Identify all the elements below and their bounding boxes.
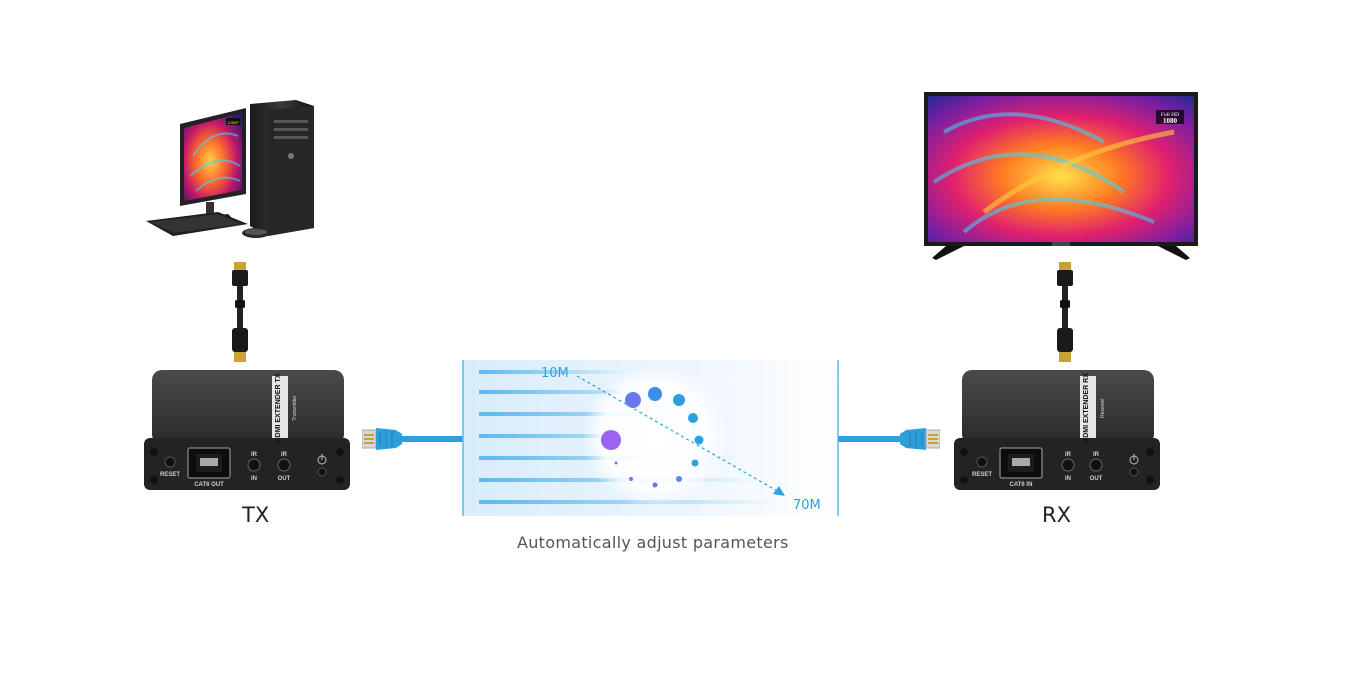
ethernet-cable-tx bbox=[362, 424, 464, 454]
signal-transmission-graphic: 10M 70M bbox=[461, 360, 841, 518]
rx-ir-out-top: IR bbox=[1093, 452, 1100, 458]
tx-power-icon bbox=[317, 454, 327, 465]
hdmi-cable-tx bbox=[226, 262, 254, 366]
tx-label: TX bbox=[242, 503, 270, 527]
tx-side-text: HDMI EXTENDER TX bbox=[275, 373, 282, 442]
tv-badge-line1: Full HD bbox=[1161, 112, 1179, 118]
computer-illustration: 1080P bbox=[138, 96, 323, 246]
rx-power-icon bbox=[1129, 454, 1139, 465]
distance-end-label: 70M bbox=[793, 498, 821, 513]
rx-side-text: HDMI EXTENDER RX bbox=[1083, 373, 1090, 443]
monitor-badge: 1080P bbox=[227, 120, 239, 125]
rx-label: RX bbox=[1042, 503, 1071, 527]
tx-reset-label: RESET bbox=[160, 472, 180, 478]
tx-device: HDMI EXTENDER TX Transmitter RESET CAT6 … bbox=[142, 368, 352, 492]
tx-ir-in-bot: IN bbox=[251, 476, 257, 482]
rx-device: HDMI EXTENDER RX Receiver RESET CAT6 IN … bbox=[952, 368, 1162, 492]
tx-ir-out-top: IR bbox=[281, 452, 288, 458]
rx-ir-in-top: IR bbox=[1065, 452, 1072, 458]
rx-ir-out-bot: OUT bbox=[1090, 476, 1103, 482]
rx-ir-in-bot: IN bbox=[1065, 476, 1071, 482]
rx-side-sub: Receiver bbox=[1100, 398, 1106, 418]
tx-ir-out-bot: OUT bbox=[278, 476, 291, 482]
rx-port-label: CAT6 IN bbox=[1010, 482, 1033, 488]
rx-reset-label: RESET bbox=[972, 472, 992, 478]
tv-illustration: Full HD 1080 bbox=[924, 92, 1200, 264]
ethernet-cable-rx bbox=[838, 424, 940, 454]
distance-start-label: 10M bbox=[541, 366, 569, 381]
tx-side-sub: Transmitter bbox=[292, 395, 298, 420]
tx-port-label: CAT6 OUT bbox=[194, 482, 224, 488]
caption-text: Automatically adjust parameters bbox=[517, 533, 789, 552]
tv-badge-line2: 1080 bbox=[1163, 117, 1178, 125]
tx-ir-in-top: IR bbox=[251, 452, 258, 458]
hdmi-cable-rx bbox=[1051, 262, 1079, 366]
